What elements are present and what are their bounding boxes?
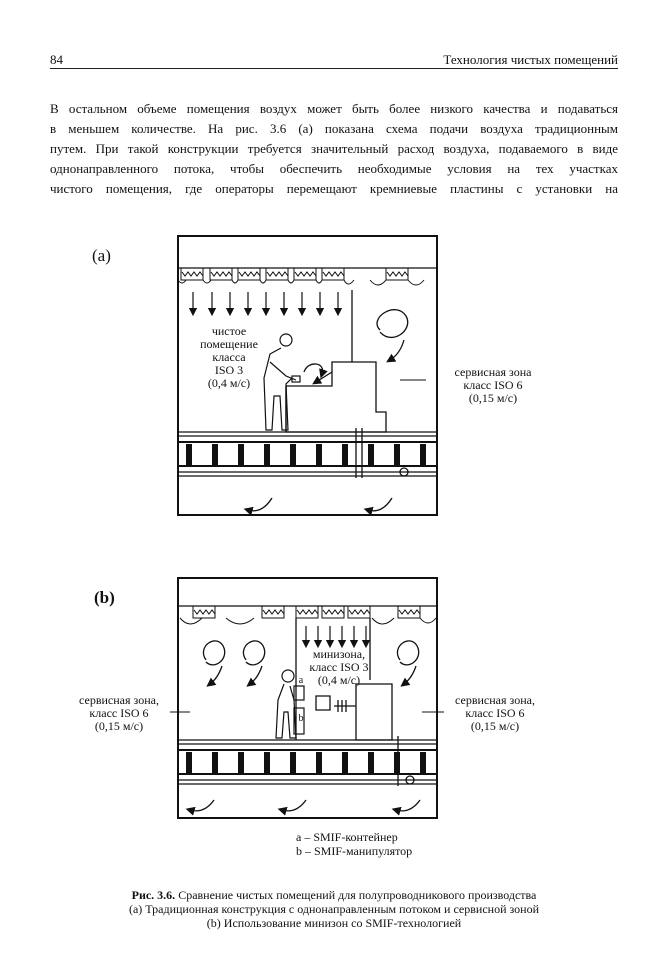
downflow-arrows-a (188, 292, 343, 317)
operator-figure-a (263, 333, 301, 431)
body-paragraph: В остальном объеме помещения воздух може… (50, 99, 618, 199)
figure-caption: Рис. 3.6. Сравнение чистых помещений для… (50, 888, 618, 930)
body-line: чистого помещения, где операторы перемещ… (50, 181, 618, 196)
figure-legend: a – SMIF-контейнер b – SMIF-манипулятор (296, 830, 412, 858)
service-zone-a-label: сервисная зона класс ISO 6 (0,15 м/с) (454, 365, 532, 405)
operator-figure-b (275, 669, 305, 739)
body-line: В остальном объеме помещения воздух може… (50, 101, 618, 116)
swirl-left-1 (203, 640, 226, 666)
legend-item: b – SMIF-манипулятор (296, 844, 413, 858)
smif-container-marker: a (298, 675, 304, 686)
caption-label: Рис. 3.6. (131, 888, 176, 902)
caption-line2: (a) Традиционная конструкция с однонапра… (128, 902, 540, 916)
filter-units-b (179, 605, 437, 625)
panel-a-letter: (a) (92, 246, 111, 265)
minizone-label: минизона, класс ISO 3 (0,4 м/с) (309, 647, 369, 687)
clean-room-label: чистое помещение класса ISO 3 (0,4 м/с) (200, 324, 258, 390)
header-rule (50, 68, 618, 69)
caption-line3: (b) Использование минизон со SMIF-технол… (206, 916, 462, 930)
body-line: путем. При такой конструкции требуется з… (50, 141, 618, 156)
running-title: Технология чистых помещений (443, 52, 618, 67)
page-number: 84 (50, 52, 63, 67)
swirl-left-2 (243, 640, 266, 666)
downflow-arrows-b (301, 626, 371, 649)
swirl-right (397, 640, 420, 666)
service-zone-b-left-label: сервисная зона, класс ISO 6 (0,15 м/с) (79, 693, 159, 733)
panel-b-letter: (b) (94, 588, 115, 607)
filter-units-a (177, 267, 425, 286)
smif-manipulator-marker: b (298, 713, 304, 724)
body-line: в меньшем количестве. На рис. 3.6 (а) по… (50, 121, 618, 136)
legend-item: a – SMIF-контейнер (296, 830, 398, 844)
running-header: 84 Технология чистых помещений (50, 52, 618, 68)
figure-b-diagram (170, 577, 444, 819)
floor-grille-a (186, 444, 426, 466)
swirl-service-a (376, 309, 409, 339)
figure-a-diagram (177, 235, 438, 516)
caption-line1: Сравнение чистых помещений для полупрово… (178, 888, 537, 902)
body-line: однонаправленного потока, чтобы обеспечи… (50, 161, 618, 176)
floor-grille-b (186, 752, 426, 774)
service-zone-b-right-label: сервисная зона, класс ISO 6 (0,15 м/с) (455, 693, 535, 733)
